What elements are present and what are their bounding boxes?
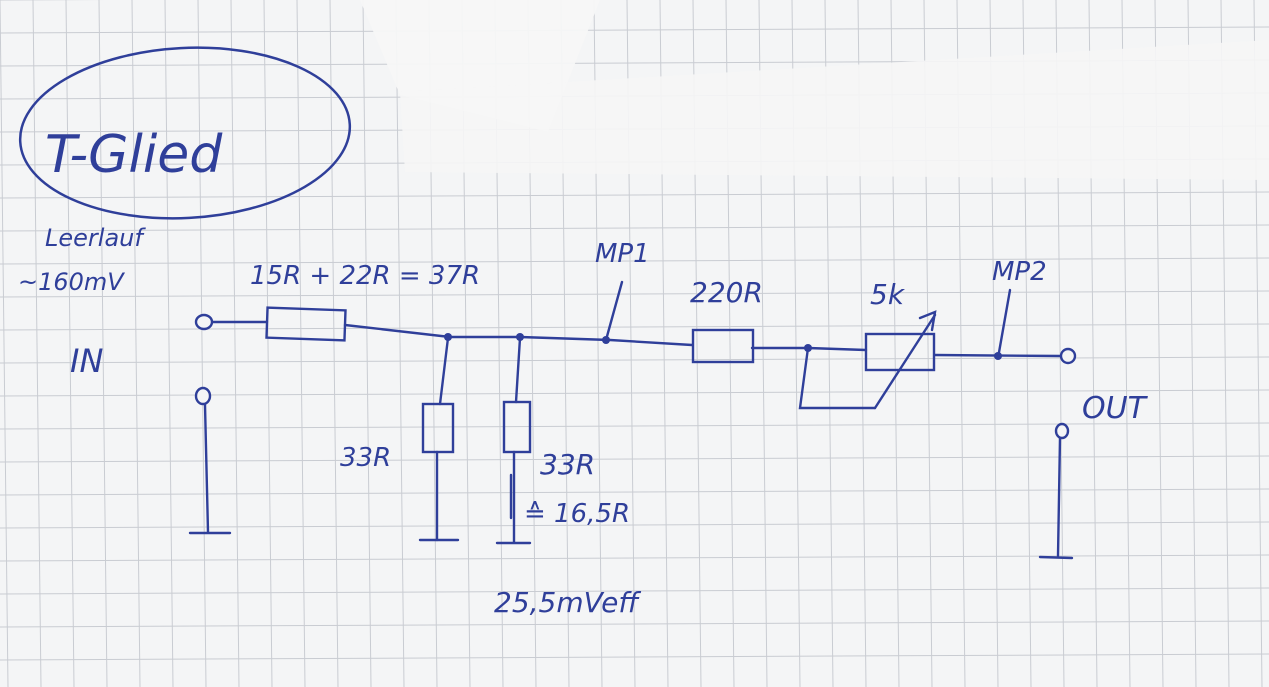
grid-line-horizontal bbox=[0, 356, 1269, 364]
wire-shunt-1-top bbox=[438, 336, 450, 406]
input-terminal-bottom bbox=[194, 386, 212, 406]
mp2-probe-line bbox=[996, 288, 1012, 360]
pot-wiper-arrowhead bbox=[918, 310, 937, 332]
grid-line-horizontal bbox=[0, 389, 1269, 397]
grid-line-vertical bbox=[197, 0, 207, 687]
title-group: T-Glied bbox=[18, 46, 352, 220]
grid-line-horizontal bbox=[0, 224, 1269, 232]
wire-pot-bypass bbox=[798, 346, 877, 410]
output-ground-wire bbox=[1056, 436, 1062, 558]
grid-line-vertical bbox=[65, 0, 75, 687]
shunt-resistor-2 bbox=[502, 400, 532, 454]
input-ground-wire bbox=[203, 403, 210, 534]
shunt-1-label: 33R bbox=[340, 443, 391, 473]
grid-line-vertical bbox=[32, 0, 42, 687]
wire-node-to-pot bbox=[806, 346, 868, 352]
grid-line-horizontal bbox=[0, 290, 1269, 298]
title-text: T-Glied bbox=[45, 125, 223, 185]
shunt-equivalent-label: ≙ 16,5R bbox=[524, 499, 630, 529]
grid-line-horizontal bbox=[0, 257, 1269, 265]
mp1-probe-line bbox=[604, 280, 624, 342]
grid-line-vertical bbox=[131, 0, 141, 687]
potentiometer-5k bbox=[864, 332, 936, 372]
junction-shunt-2 bbox=[516, 333, 524, 341]
wire-shunt-2-top bbox=[514, 336, 522, 404]
grid-line-vertical bbox=[329, 0, 339, 687]
grid-line-vertical bbox=[164, 0, 174, 687]
input-terminal-top bbox=[194, 313, 214, 331]
shunt-2-label: 33R bbox=[540, 448, 595, 481]
grid-line-vertical bbox=[395, 0, 405, 687]
pot-wiper-arrow bbox=[873, 313, 937, 410]
resistor-220r bbox=[691, 328, 755, 364]
grid-line-horizontal bbox=[0, 191, 1269, 199]
grid-line-vertical bbox=[0, 0, 9, 687]
grid-line-horizontal bbox=[0, 620, 1269, 628]
overlapping-paper-sheet bbox=[400, 40, 1269, 180]
junction-mp1 bbox=[602, 336, 610, 344]
grid-line-vertical bbox=[296, 0, 306, 687]
grid-line-horizontal bbox=[0, 323, 1269, 331]
grid-line-horizontal bbox=[0, 455, 1269, 463]
input-condition-label: Leerlauf bbox=[45, 224, 146, 252]
terminals bbox=[194, 313, 1077, 440]
shunt-resistor-1 bbox=[421, 402, 455, 454]
grid-line-horizontal bbox=[0, 26, 1269, 34]
grid-line-vertical bbox=[98, 0, 108, 687]
grid-line-vertical bbox=[362, 0, 372, 687]
grid-line-horizontal bbox=[0, 587, 1269, 595]
junctions bbox=[444, 333, 1002, 360]
series-resistor-label: 15R + 22R = 37R bbox=[250, 261, 480, 291]
output-ground bbox=[1038, 555, 1074, 560]
output-terminal-top bbox=[1059, 347, 1077, 365]
output-label: OUT bbox=[1082, 391, 1149, 426]
series-resistor-37r bbox=[265, 306, 347, 342]
mp2-label: MP2 bbox=[992, 257, 1047, 287]
output-terminal-bottom bbox=[1054, 422, 1070, 440]
shunt-voltage-label: 25,5mVeff bbox=[494, 586, 641, 619]
grid-line-vertical bbox=[230, 0, 240, 687]
junction-shunt-1 bbox=[444, 333, 452, 341]
title-ellipse bbox=[18, 46, 352, 220]
junction-mp2 bbox=[994, 352, 1002, 360]
input-label: IN bbox=[70, 342, 103, 380]
grid-line-horizontal bbox=[0, 488, 1269, 496]
input-voltage-label: ~160mV bbox=[18, 268, 125, 296]
grid-line-horizontal bbox=[0, 422, 1269, 430]
grid-line-vertical bbox=[263, 0, 273, 687]
grid-line-horizontal bbox=[0, 653, 1269, 661]
pot-label: 5k bbox=[870, 278, 906, 311]
resistor-220-label: 220R bbox=[690, 276, 763, 309]
junction-pot-node bbox=[804, 344, 812, 352]
mp1-label: MP1 bbox=[595, 239, 650, 269]
components bbox=[265, 306, 936, 454]
